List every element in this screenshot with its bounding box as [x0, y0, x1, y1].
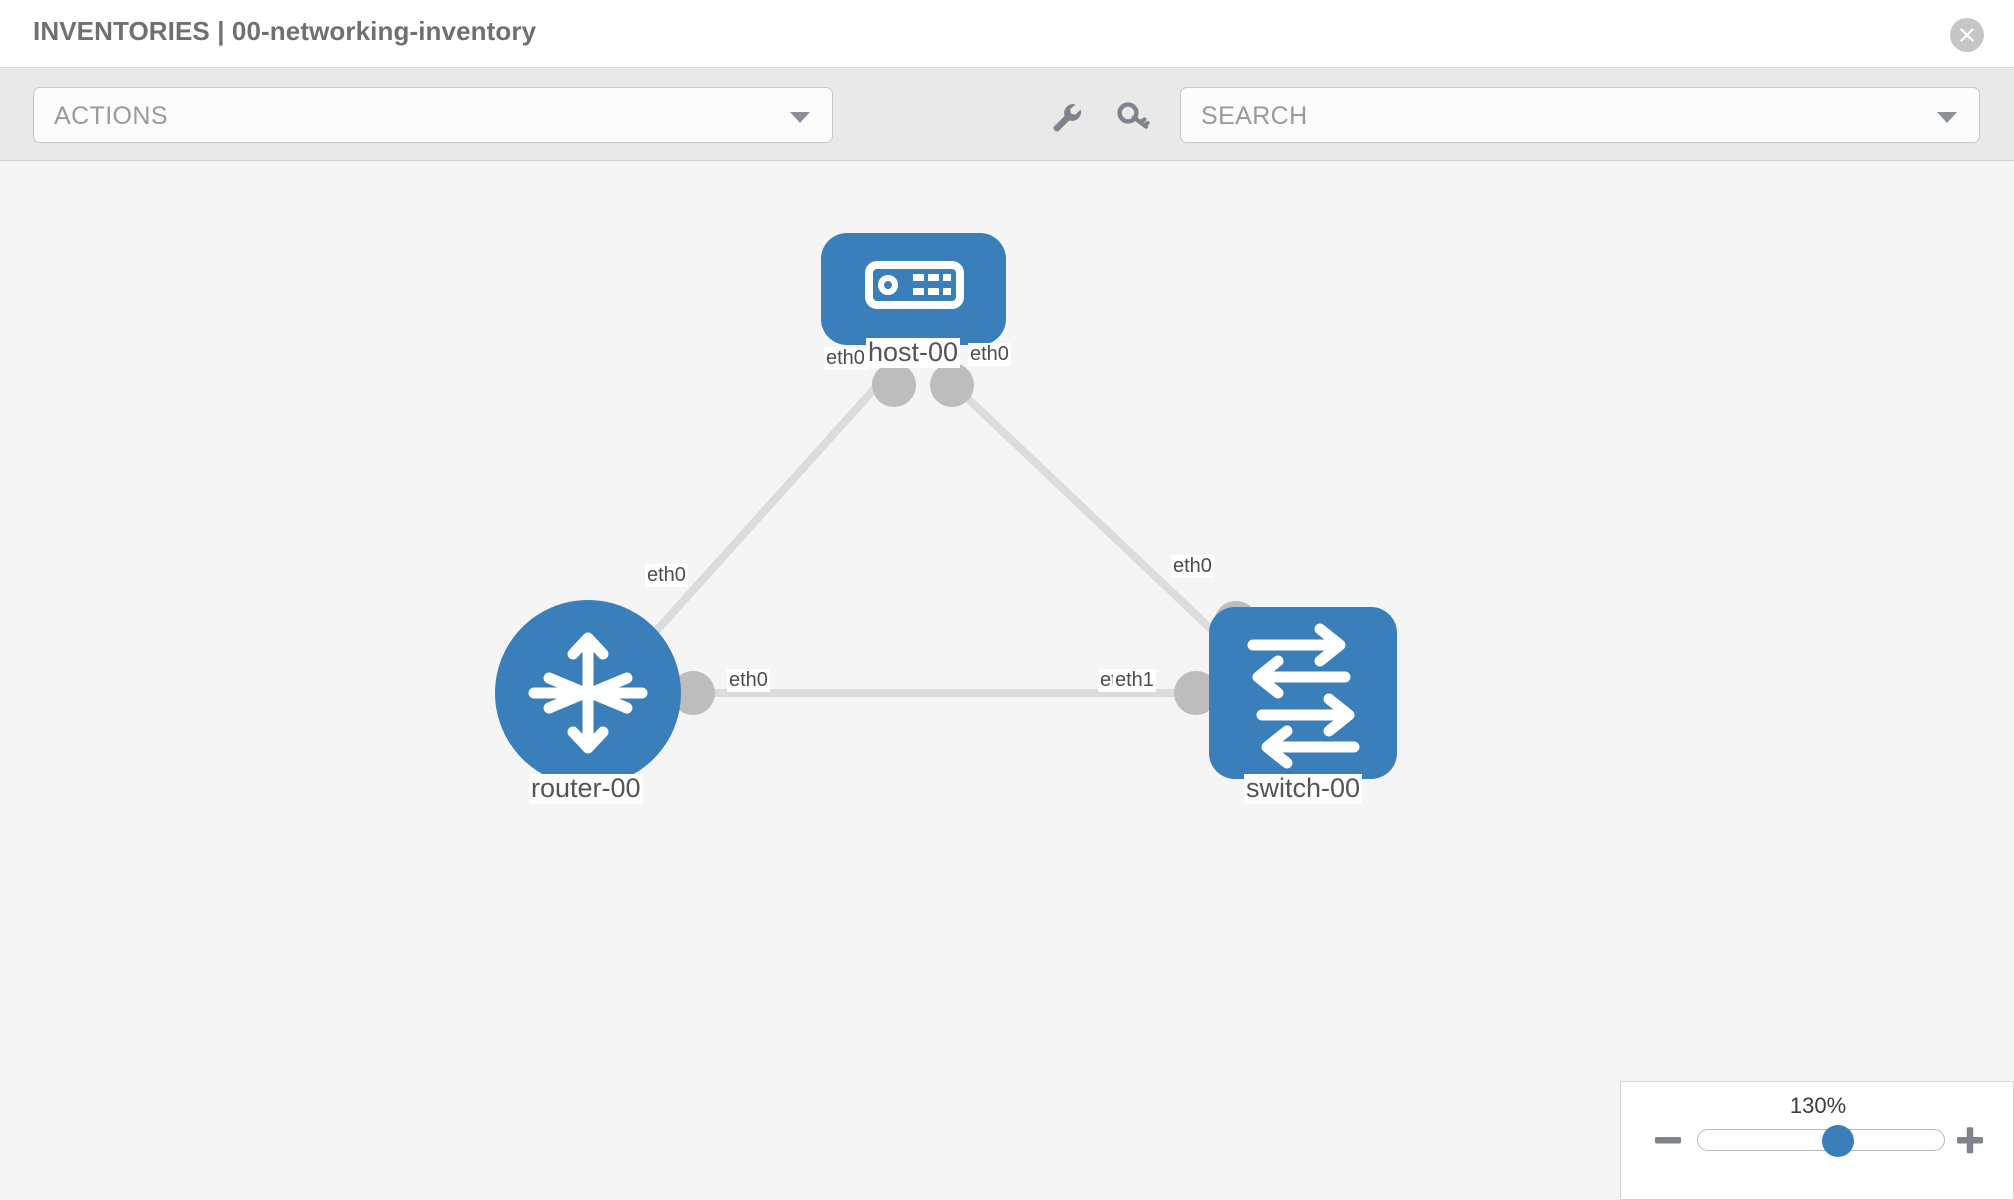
socket-router-eth0 — [671, 671, 715, 715]
link-host-switch — [941, 373, 1235, 652]
socket-host-eth0-right — [930, 363, 974, 407]
zoom-control-panel: 130% — [1620, 1081, 2014, 1200]
switch-arrows-icon — [1247, 623, 1360, 769]
topology-graph — [495, 233, 1397, 786]
minus-icon[interactable] — [1651, 1123, 1685, 1157]
iface-label-router-eth0: eth0 — [727, 669, 770, 692]
zoom-level-readout: 130% — [1789, 1093, 1847, 1118]
topology-sockets — [671, 363, 1258, 715]
link-host-router — [637, 373, 889, 652]
router-four-arrows-icon — [528, 632, 648, 754]
iface-label-host-eth0-right: eth0 — [968, 343, 1011, 366]
actions-dropdown-label: ACTIONS — [54, 102, 168, 130]
node-label-host-00: host-00 — [866, 337, 961, 368]
zoom-slider-track[interactable] — [1697, 1125, 1945, 1157]
server-device-icon — [865, 261, 964, 309]
plus-icon[interactable] — [1953, 1123, 1987, 1157]
close-icon[interactable] — [1950, 18, 1984, 52]
iface-label-switch-eth1: eth1 — [1113, 669, 1156, 692]
node-label-switch-00: switch-00 — [1244, 773, 1363, 804]
page-title: INVENTORIES | 00-networking-inventory — [33, 16, 537, 46]
iface-label-host-eth0-left: eth0 — [824, 347, 867, 370]
node-label-router-00: router-00 — [529, 773, 643, 804]
chevron-down-icon — [790, 112, 810, 123]
toolbar: ACTIONS SEARCH — [0, 68, 2014, 161]
chevron-down-icon[interactable] — [1937, 112, 1957, 123]
zoom-slider-thumb[interactable] — [1822, 1125, 1854, 1157]
socket-host-eth0-left — [872, 363, 916, 407]
iface-label-router-eth0-uplink: eth0 — [645, 564, 688, 587]
page-header: INVENTORIES | 00-networking-inventory — [0, 0, 2014, 68]
node-router-00 — [495, 600, 681, 786]
socket-switch-eth1 — [1174, 671, 1218, 715]
topology-links — [637, 373, 1235, 697]
node-switch-00 — [1209, 607, 1397, 779]
node-host-00 — [821, 233, 1006, 345]
search-placeholder: SEARCH — [1201, 102, 1308, 130]
key-icon[interactable] — [1113, 96, 1153, 136]
topology-canvas[interactable]: eth0 eth0 eth0 eth0 eth0 eth eth1 host-0… — [0, 161, 2014, 1200]
search-input[interactable]: SEARCH — [1180, 87, 1980, 143]
iface-label-switch-eth0-uplink: eth0 — [1171, 555, 1214, 578]
wrench-icon[interactable] — [1046, 96, 1086, 136]
actions-dropdown[interactable]: ACTIONS — [33, 87, 833, 143]
